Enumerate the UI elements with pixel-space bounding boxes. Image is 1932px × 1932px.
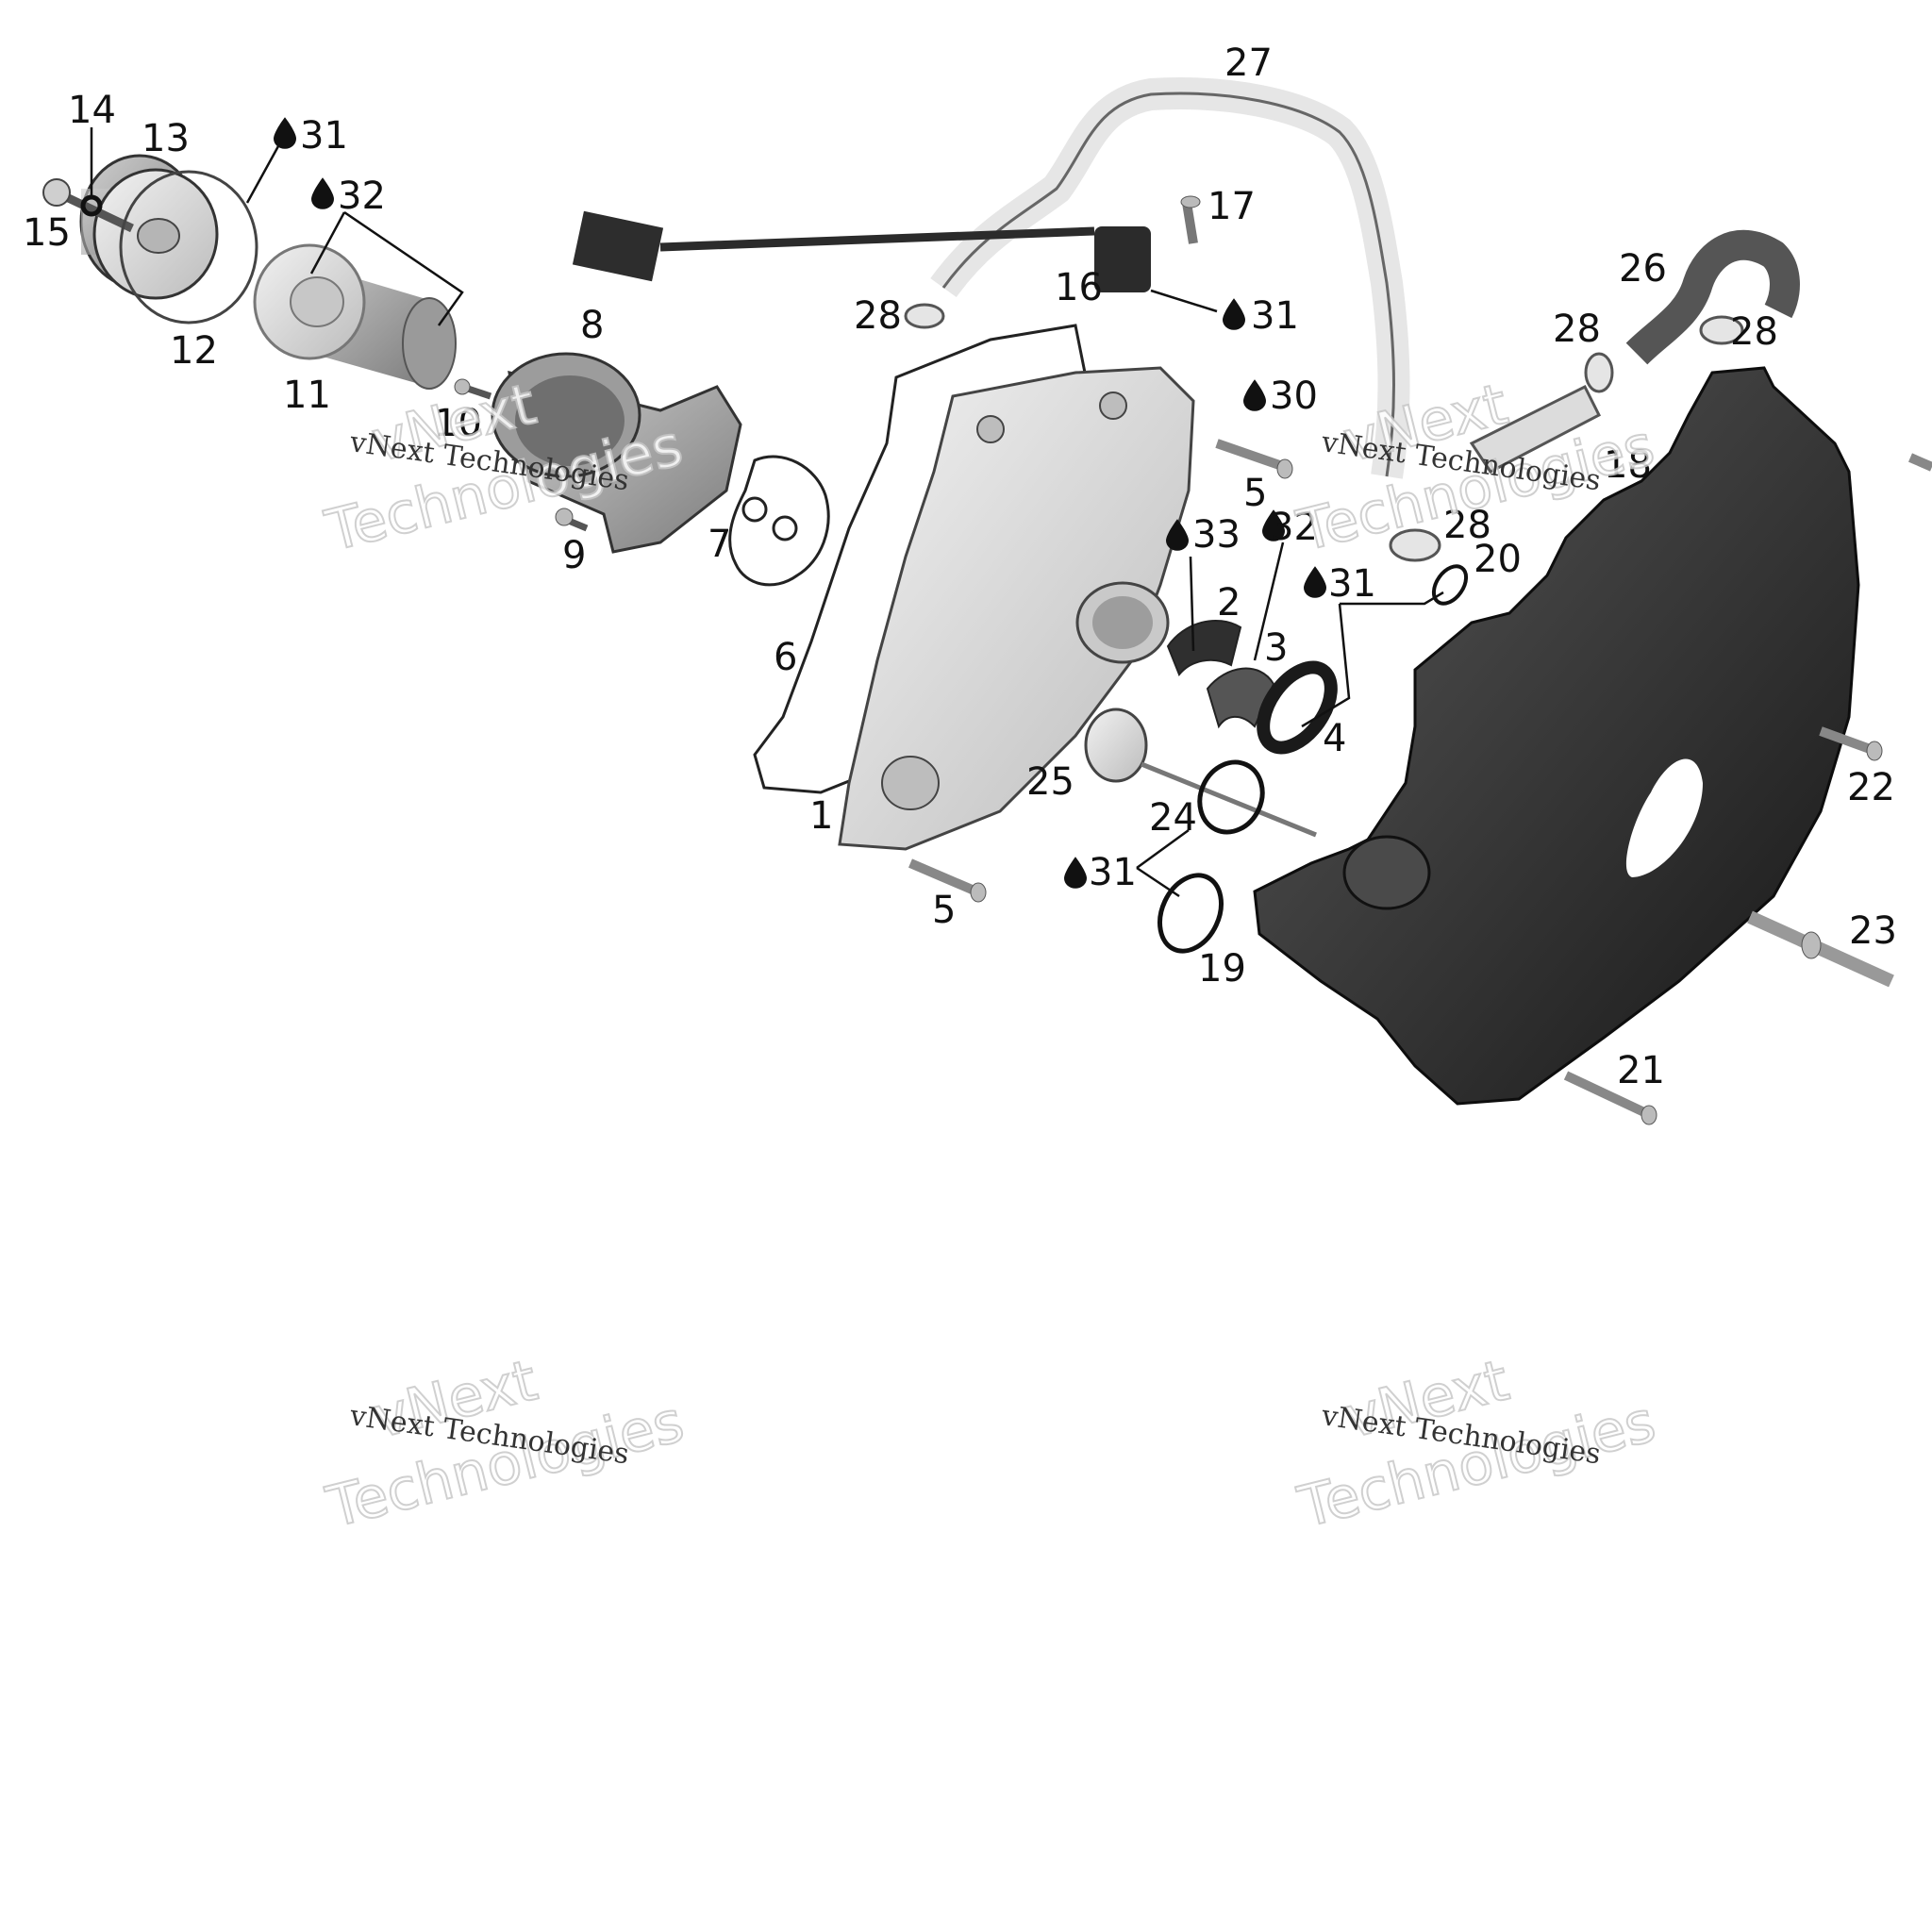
callout-31: 31 xyxy=(1089,851,1137,894)
part-oring-24 xyxy=(1197,759,1265,835)
callout-11: 11 xyxy=(283,374,331,417)
callout-13: 13 xyxy=(142,117,190,160)
part-hose-26 xyxy=(1625,229,1800,365)
part-clamp-28-d xyxy=(1389,528,1441,562)
callout-31: 31 xyxy=(300,114,348,158)
callout-24: 24 xyxy=(1149,796,1197,840)
lubricant-drop-icon xyxy=(311,177,334,209)
callout-6: 6 xyxy=(774,636,797,679)
callout-numbers: 14 13 15 12 31 32 11 8 10 9 7 6 1 27 17 … xyxy=(23,42,1897,1092)
part-bearing-2 xyxy=(1166,619,1242,676)
part-oil-filter-housing-8 xyxy=(491,352,742,554)
callout-7: 7 xyxy=(708,523,731,566)
callout-28: 28 xyxy=(1730,310,1778,354)
callout-21: 21 xyxy=(1617,1049,1665,1092)
callout-31: 31 xyxy=(1251,294,1299,338)
part-bolt-21 xyxy=(1563,1071,1657,1125)
callout-8: 8 xyxy=(580,304,604,347)
part-oring-12 xyxy=(119,170,258,325)
part-bolt-22 xyxy=(1819,726,1883,761)
part-timing-cover-21 xyxy=(1253,366,1860,1106)
part-screw-9 xyxy=(555,508,589,532)
callout-32: 32 xyxy=(1270,506,1318,549)
lubricant-drop-icon xyxy=(1064,857,1087,889)
part-bearing-3 xyxy=(1206,667,1275,729)
callout-28: 28 xyxy=(1553,308,1601,351)
callout-26: 26 xyxy=(1619,247,1667,291)
callout-4: 4 xyxy=(1323,717,1346,760)
leader-lines xyxy=(90,127,1444,898)
callout-30: 30 xyxy=(1270,375,1318,418)
callout-5: 5 xyxy=(1243,472,1267,515)
part-stud-23 xyxy=(1747,910,1894,988)
callout-28: 28 xyxy=(854,294,902,338)
callout-22: 22 xyxy=(1847,766,1895,809)
part-oring-19 xyxy=(1158,873,1224,954)
callout-1: 1 xyxy=(809,794,833,838)
part-oring-20 xyxy=(1431,564,1469,606)
callout-15: 15 xyxy=(23,211,71,255)
part-sensor-16 xyxy=(572,210,1151,292)
callout-25: 25 xyxy=(1026,760,1074,804)
callout-31: 31 xyxy=(1328,562,1376,606)
callout-23: 23 xyxy=(1849,909,1897,953)
callout-33: 33 xyxy=(1192,513,1241,557)
part-seal-4 xyxy=(1257,660,1338,755)
callout-10: 10 xyxy=(434,402,482,445)
callout-9: 9 xyxy=(562,534,586,577)
part-dipstick-25 xyxy=(1084,708,1317,838)
callout-16: 16 xyxy=(1055,266,1103,309)
part-clamp-28-b xyxy=(1584,352,1614,393)
part-gasket-7-hole-a xyxy=(741,496,768,523)
callout-3: 3 xyxy=(1264,626,1288,670)
part-oil-filter-cover xyxy=(79,154,219,300)
lubricant-drop-icon xyxy=(1223,298,1245,330)
callout-17: 17 xyxy=(1208,185,1256,228)
lubricant-drop-icon xyxy=(274,117,296,149)
callout-2: 2 xyxy=(1217,581,1241,625)
part-bolt-5-a xyxy=(1215,439,1293,479)
lubricant-drop-icon xyxy=(1243,379,1266,411)
part-fitting-18 xyxy=(1469,384,1602,474)
callout-27: 27 xyxy=(1224,42,1273,85)
part-coolant-tube-27-outline xyxy=(941,92,1395,477)
part-bolt-17 xyxy=(1180,195,1201,244)
part-gasket-7-hole-b xyxy=(772,515,798,541)
callout-12: 12 xyxy=(170,329,218,373)
part-clamp-28-a xyxy=(904,303,945,329)
callout-5: 5 xyxy=(932,889,956,932)
part-bolt-5-b xyxy=(908,858,987,903)
callout-20: 20 xyxy=(1474,538,1522,581)
part-engine-cover-1 xyxy=(838,366,1195,851)
callout-14: 14 xyxy=(68,89,116,132)
part-gasket-7 xyxy=(728,455,830,587)
part-clamp-28-c xyxy=(1699,315,1744,345)
callout-18: 18 xyxy=(1604,443,1652,487)
callout-32: 32 xyxy=(338,175,386,218)
part-bolt-edge xyxy=(1908,453,1932,472)
callout-19: 19 xyxy=(1198,947,1246,991)
part-screw-10 xyxy=(454,378,492,400)
lubricant-drop-icon xyxy=(1304,566,1326,598)
callout-28: 28 xyxy=(1443,504,1491,547)
